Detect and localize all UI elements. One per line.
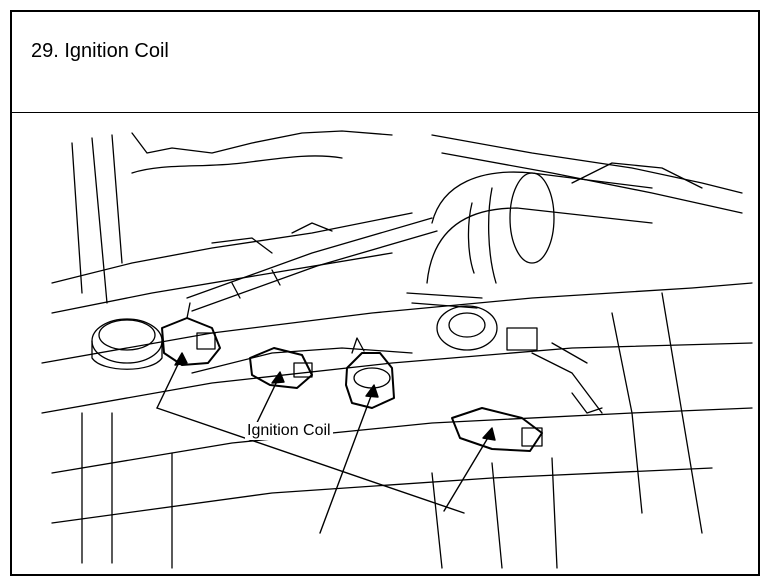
ignition-coil-4 (451, 407, 543, 452)
fuel-pipe (186, 217, 438, 312)
engine-block-outline (41, 130, 753, 569)
section-header: 29. Ignition Coil (12, 12, 758, 113)
section-title: 29. Ignition Coil (31, 40, 169, 62)
ignition-coil-2 (249, 347, 313, 389)
arrowhead-coil-2 (271, 371, 285, 384)
intake-hose (406, 162, 703, 309)
callout-leader-lines[interactable] (156, 352, 496, 534)
callout-label: Ignition Coil (245, 422, 333, 440)
ignition-coil-1 (161, 302, 221, 366)
arrowhead-coil-3 (365, 384, 379, 398)
throttle-body (436, 305, 603, 414)
arrowhead-coil-4 (482, 427, 496, 441)
oil-filler-cap (91, 318, 163, 370)
arrowhead-coil-1 (174, 352, 188, 366)
engine-illustration (12, 113, 758, 574)
document-frame: 29. Ignition Coil (10, 10, 760, 576)
